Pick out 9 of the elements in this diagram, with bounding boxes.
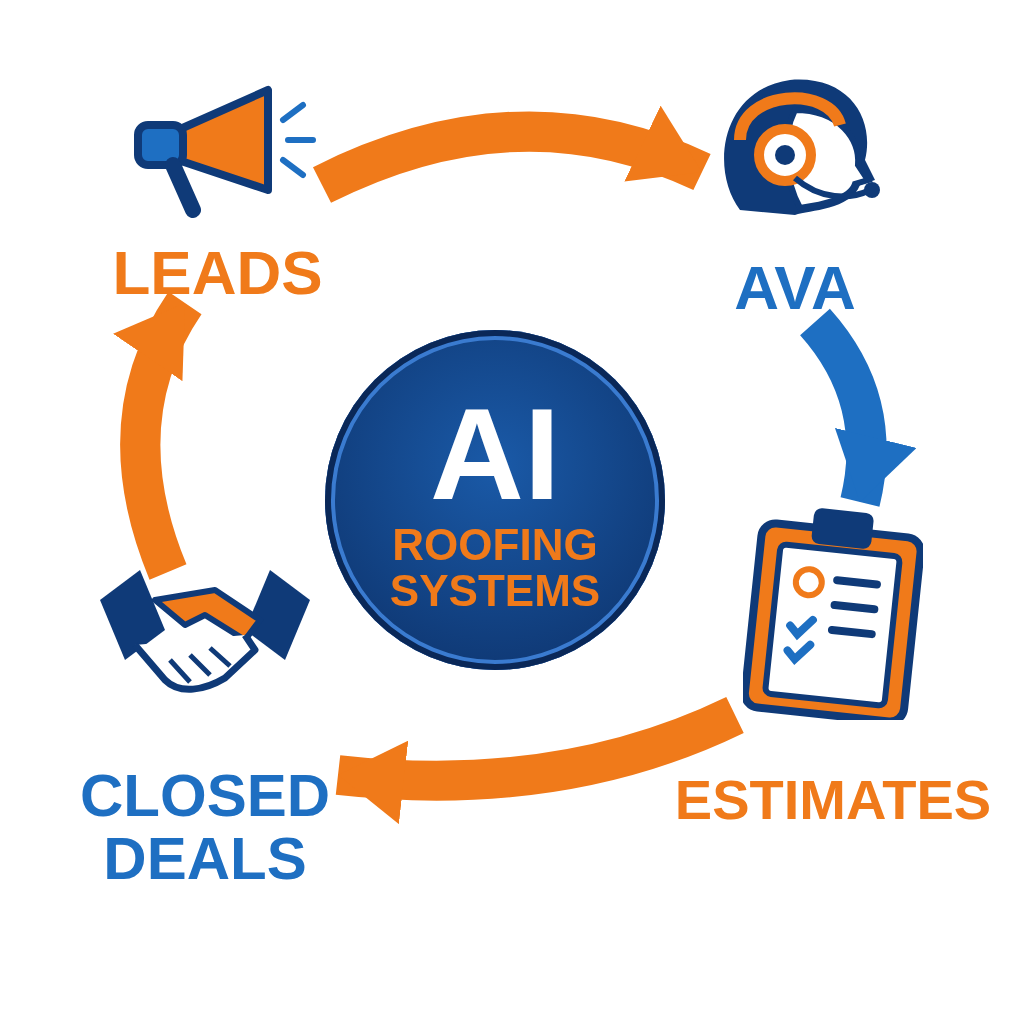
- step-label: LEADS: [112, 239, 323, 305]
- cycle-arrow: [336, 696, 744, 823]
- step-label: AVA: [734, 254, 856, 320]
- cycle-arrow: [313, 107, 710, 204]
- heading-text: AI: [430, 385, 560, 523]
- step-label: ESTIMATES: [674, 771, 992, 830]
- cycle-arrow: [114, 292, 202, 580]
- step-label: CLOSED DEALS: [79, 764, 331, 890]
- subtitle-text: ROOFING SYSTEMS: [388, 522, 602, 615]
